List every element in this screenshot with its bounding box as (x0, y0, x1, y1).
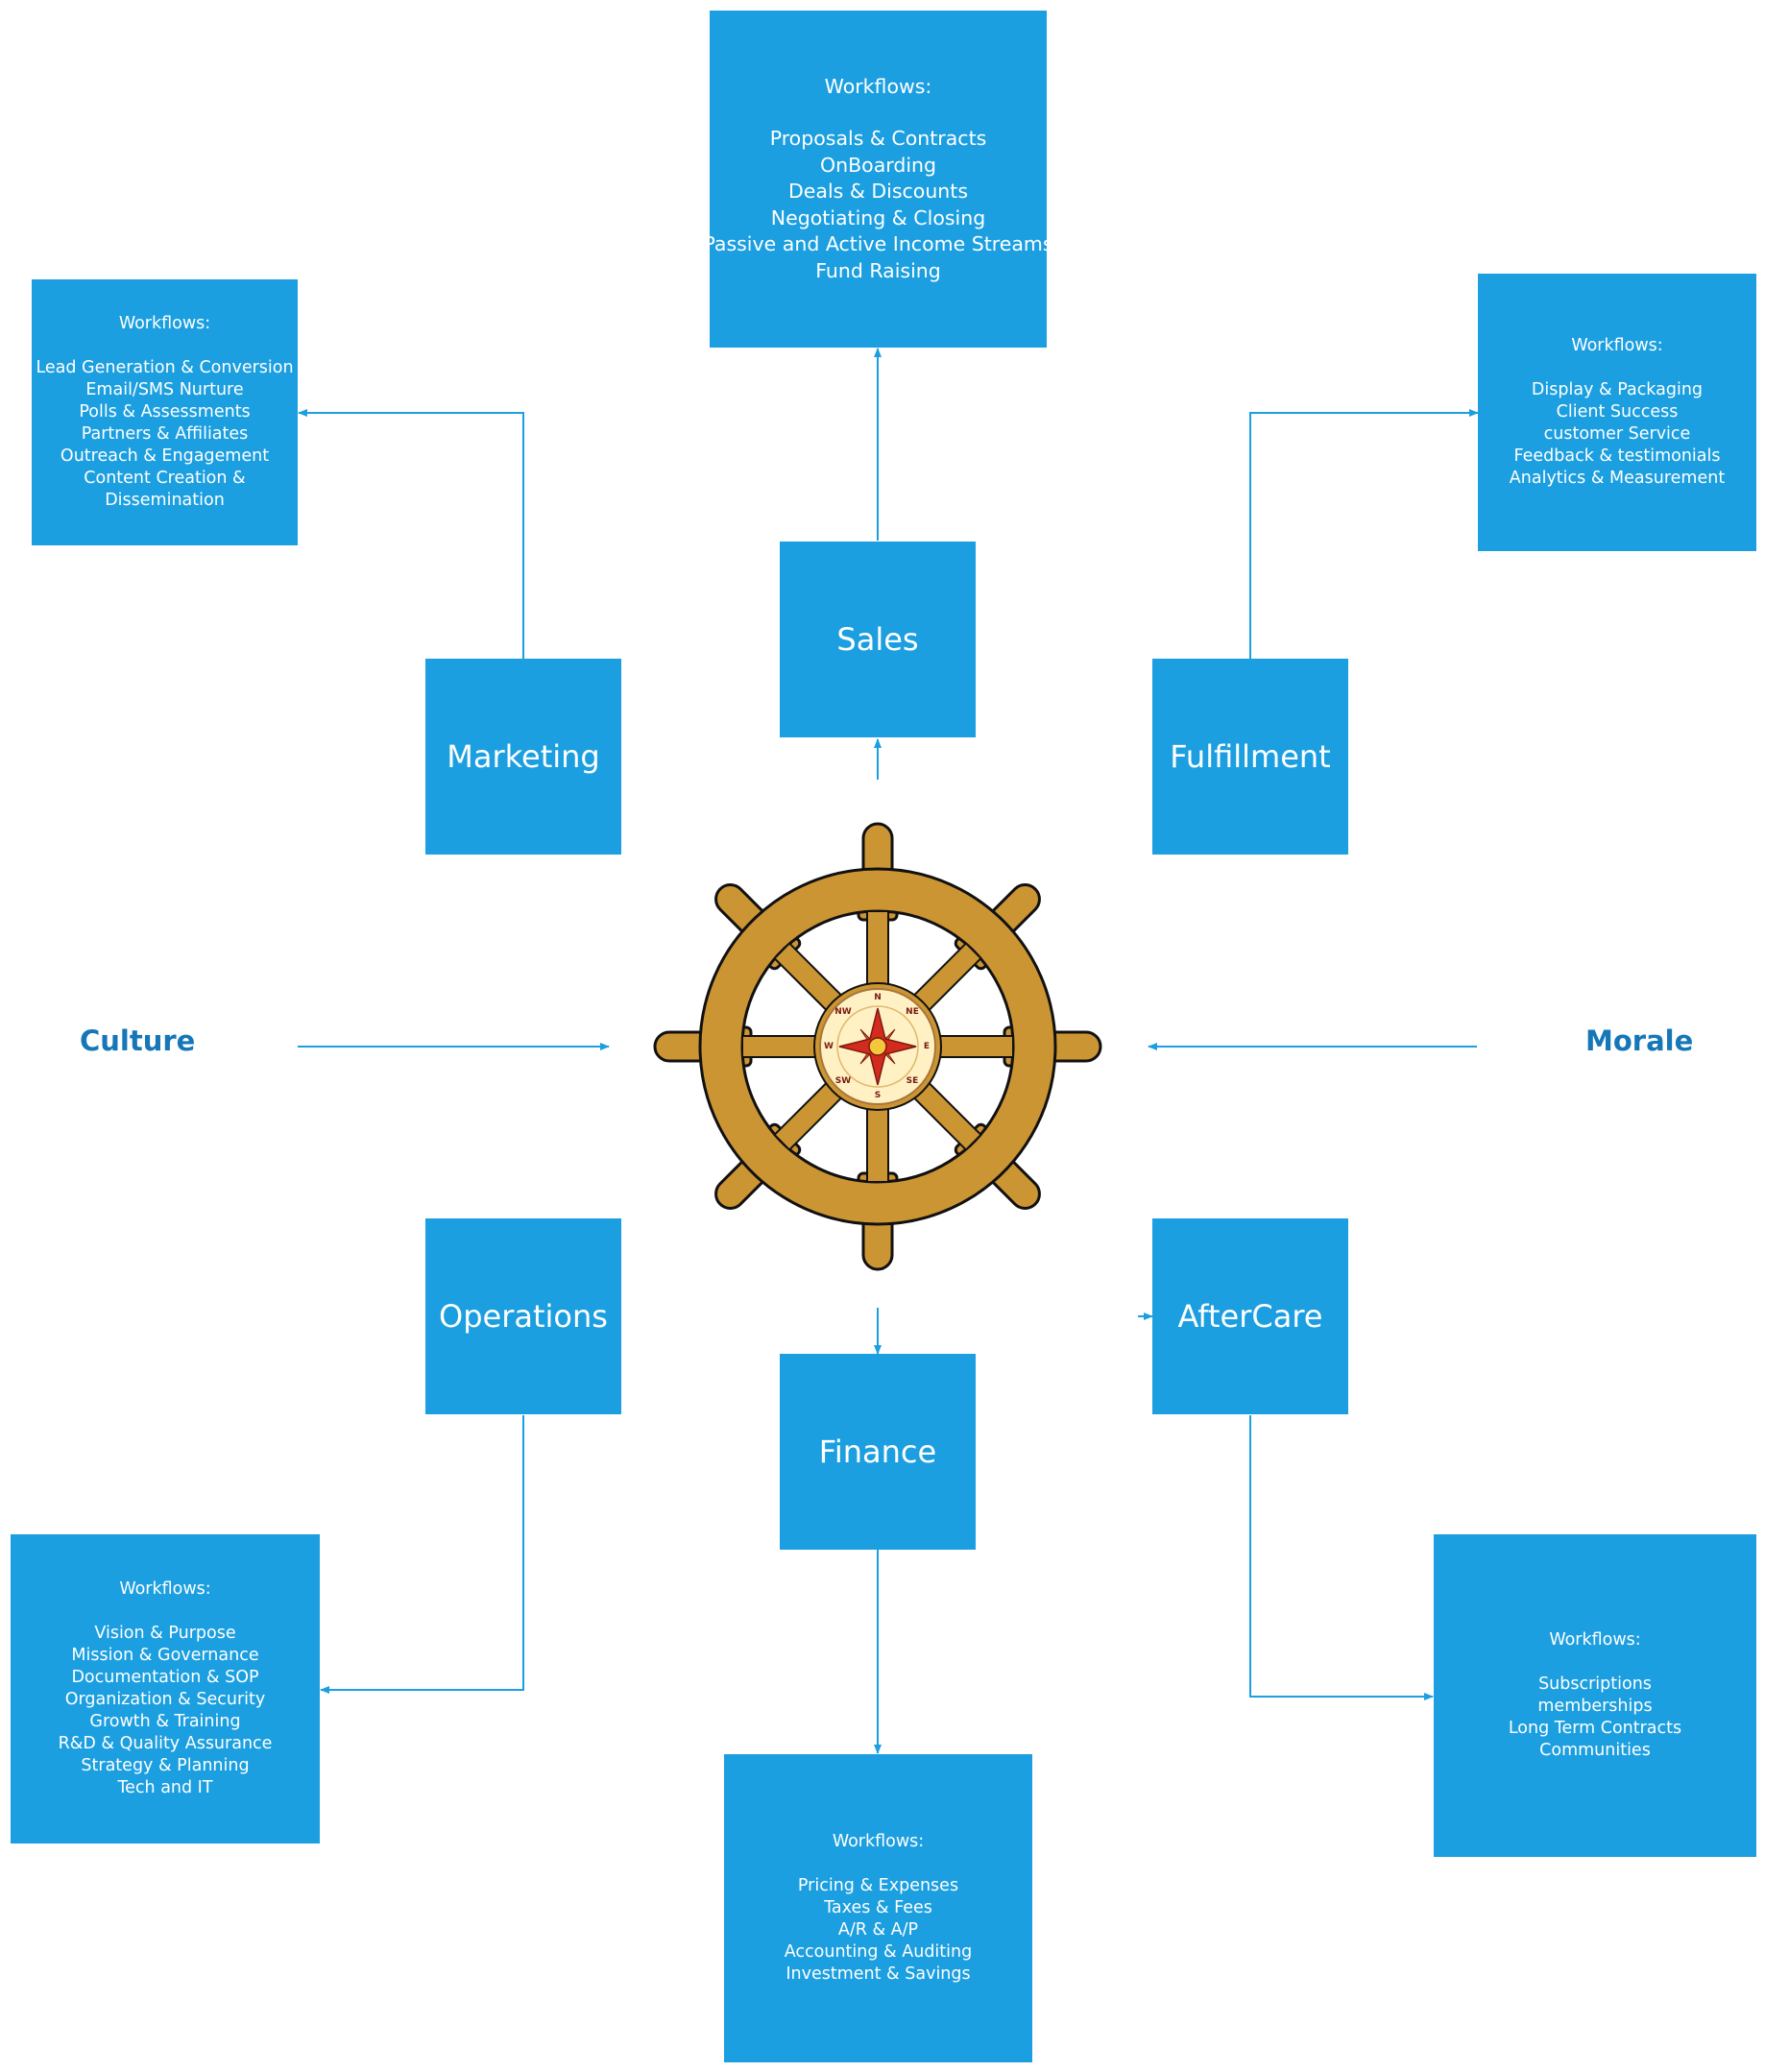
department-aftercare: AfterCare (1152, 1218, 1348, 1414)
workflow-item: Subscriptions (1538, 1674, 1652, 1694)
workflow-item: Negotiating & Closing (770, 205, 986, 229)
workflow-item: Long Term Contracts (1508, 1718, 1682, 1738)
workflows-box-fulfillment: Workflows: Display & Packaging Client Su… (1478, 274, 1756, 551)
department-finance: Finance (780, 1354, 976, 1550)
workflow-item: Polls & Assessments (79, 401, 251, 422)
workflows-box-finance: Workflows: Pricing & Expenses Taxes & Fe… (724, 1754, 1032, 2062)
department-label: Finance (818, 1434, 937, 1470)
workflow-list: Lead Generation & Conversion Email/SMS N… (36, 357, 293, 512)
workflow-item: Organization & Security (64, 1689, 266, 1709)
compass-letter: N (874, 993, 882, 1002)
department-label: Sales (836, 621, 919, 658)
compass-letters: N NE E SE S SW W NW (824, 993, 930, 1100)
connector-marketing-workflows (298, 409, 524, 659)
workflow-item: Client Success (1556, 401, 1679, 422)
connector-operations-workflows (320, 1415, 524, 1694)
workflow-list: Subscriptions memberships Long Term Cont… (1509, 1674, 1681, 1762)
workflow-item: Pricing & Expenses (797, 1875, 959, 1895)
workflow-list: Display & Packaging Client Success custo… (1510, 379, 1725, 490)
compass-rose-icon: N NE E SE S SW W NW (813, 982, 942, 1111)
compass-letter: E (924, 1042, 930, 1051)
workflow-item: Mission & Governance (71, 1645, 259, 1665)
workflow-item: A/R & A/P (837, 1919, 919, 1939)
compass-letter: NE (906, 1007, 919, 1017)
compass-letter: SW (835, 1076, 851, 1086)
workflow-item: customer Service (1543, 423, 1691, 444)
connector-aftercare-workflows (1249, 1415, 1434, 1700)
department-label: Marketing (447, 738, 600, 775)
workflows-box-sales: Workflows: Proposals & Contracts OnBoard… (703, 11, 1053, 348)
department-operations: Operations (425, 1218, 621, 1414)
workflows-title: Workflows: (119, 1579, 211, 1600)
workflow-item: Dissemination (105, 490, 225, 510)
workflow-item: R&D & Quality Assurance (58, 1733, 273, 1753)
workflow-item: Documentation & SOP (71, 1667, 259, 1687)
workflow-item: Content Creation & (84, 468, 246, 488)
workflow-item: Feedback & testimonials (1513, 446, 1721, 466)
workflow-item: Fund Raising (815, 258, 941, 282)
workflow-item: Proposals & Contracts (769, 127, 987, 151)
department-label: AfterCare (1177, 1298, 1323, 1335)
workflow-item: Growth & Training (89, 1711, 241, 1731)
workflows-title: Workflows: (1549, 1630, 1641, 1650)
workflow-item: Accounting & Auditing (784, 1941, 973, 1962)
workflow-item: Outreach & Engagement (60, 446, 270, 466)
workflow-item: Email/SMS Nurture (85, 379, 244, 399)
workflow-list: Proposals & Contracts OnBoarding Deals &… (703, 126, 1052, 284)
workflow-item: OnBoarding (819, 153, 937, 177)
department-fulfillment: Fulfillment (1152, 659, 1348, 855)
compass-letter: S (875, 1091, 881, 1100)
workflow-item: Strategy & Planning (81, 1755, 250, 1775)
compass-letter: W (824, 1042, 834, 1051)
department-marketing: Marketing (425, 659, 621, 855)
workflow-list: Pricing & Expenses Taxes & Fees A/R & A/… (785, 1875, 972, 1986)
department-label: Fulfillment (1170, 738, 1331, 775)
workflows-box-aftercare: Workflows: Subscriptions memberships Lon… (1434, 1534, 1756, 1857)
department-label: Operations (439, 1298, 608, 1335)
workflow-item: Partners & Affiliates (81, 423, 249, 444)
workflow-item: Analytics & Measurement (1509, 468, 1726, 488)
workflow-item: Deals & Discounts (787, 180, 969, 204)
workflows-title: Workflows: (824, 74, 932, 98)
morale-label: Morale (1585, 1024, 1694, 1057)
connector-fulfillment-workflows (1249, 409, 1479, 659)
compass-letter: SE (907, 1076, 919, 1086)
workflow-item: Communities (1539, 1740, 1651, 1760)
ship-wheel-icon: N NE E SE S SW W NW (653, 822, 1102, 1271)
culture-label: Culture (80, 1024, 196, 1057)
workflow-item: Lead Generation & Conversion (36, 357, 294, 377)
workflow-item: Tech and IT (117, 1777, 213, 1797)
workflows-title: Workflows: (1571, 336, 1663, 356)
workflow-item: Vision & Purpose (94, 1623, 236, 1643)
workflows-box-marketing: Workflows: Lead Generation & Conversion … (32, 279, 298, 545)
workflow-item: Display & Packaging (1531, 379, 1704, 399)
connectors (298, 348, 1479, 1754)
workflows-box-operations: Workflows: Vision & Purpose Mission & Go… (11, 1534, 320, 1843)
compass-letter: NW (834, 1007, 852, 1017)
workflows-title: Workflows: (118, 314, 211, 334)
department-sales: Sales (780, 542, 976, 737)
workflow-item: Passive and Active Income Streams (703, 232, 1053, 256)
workflow-item: memberships (1537, 1696, 1653, 1716)
workflow-item: Taxes & Fees (824, 1897, 932, 1917)
workflow-list: Vision & Purpose Mission & Governance Do… (59, 1623, 273, 1799)
workflows-title: Workflows: (832, 1832, 925, 1852)
workflow-item: Investment & Savings (786, 1964, 971, 1984)
